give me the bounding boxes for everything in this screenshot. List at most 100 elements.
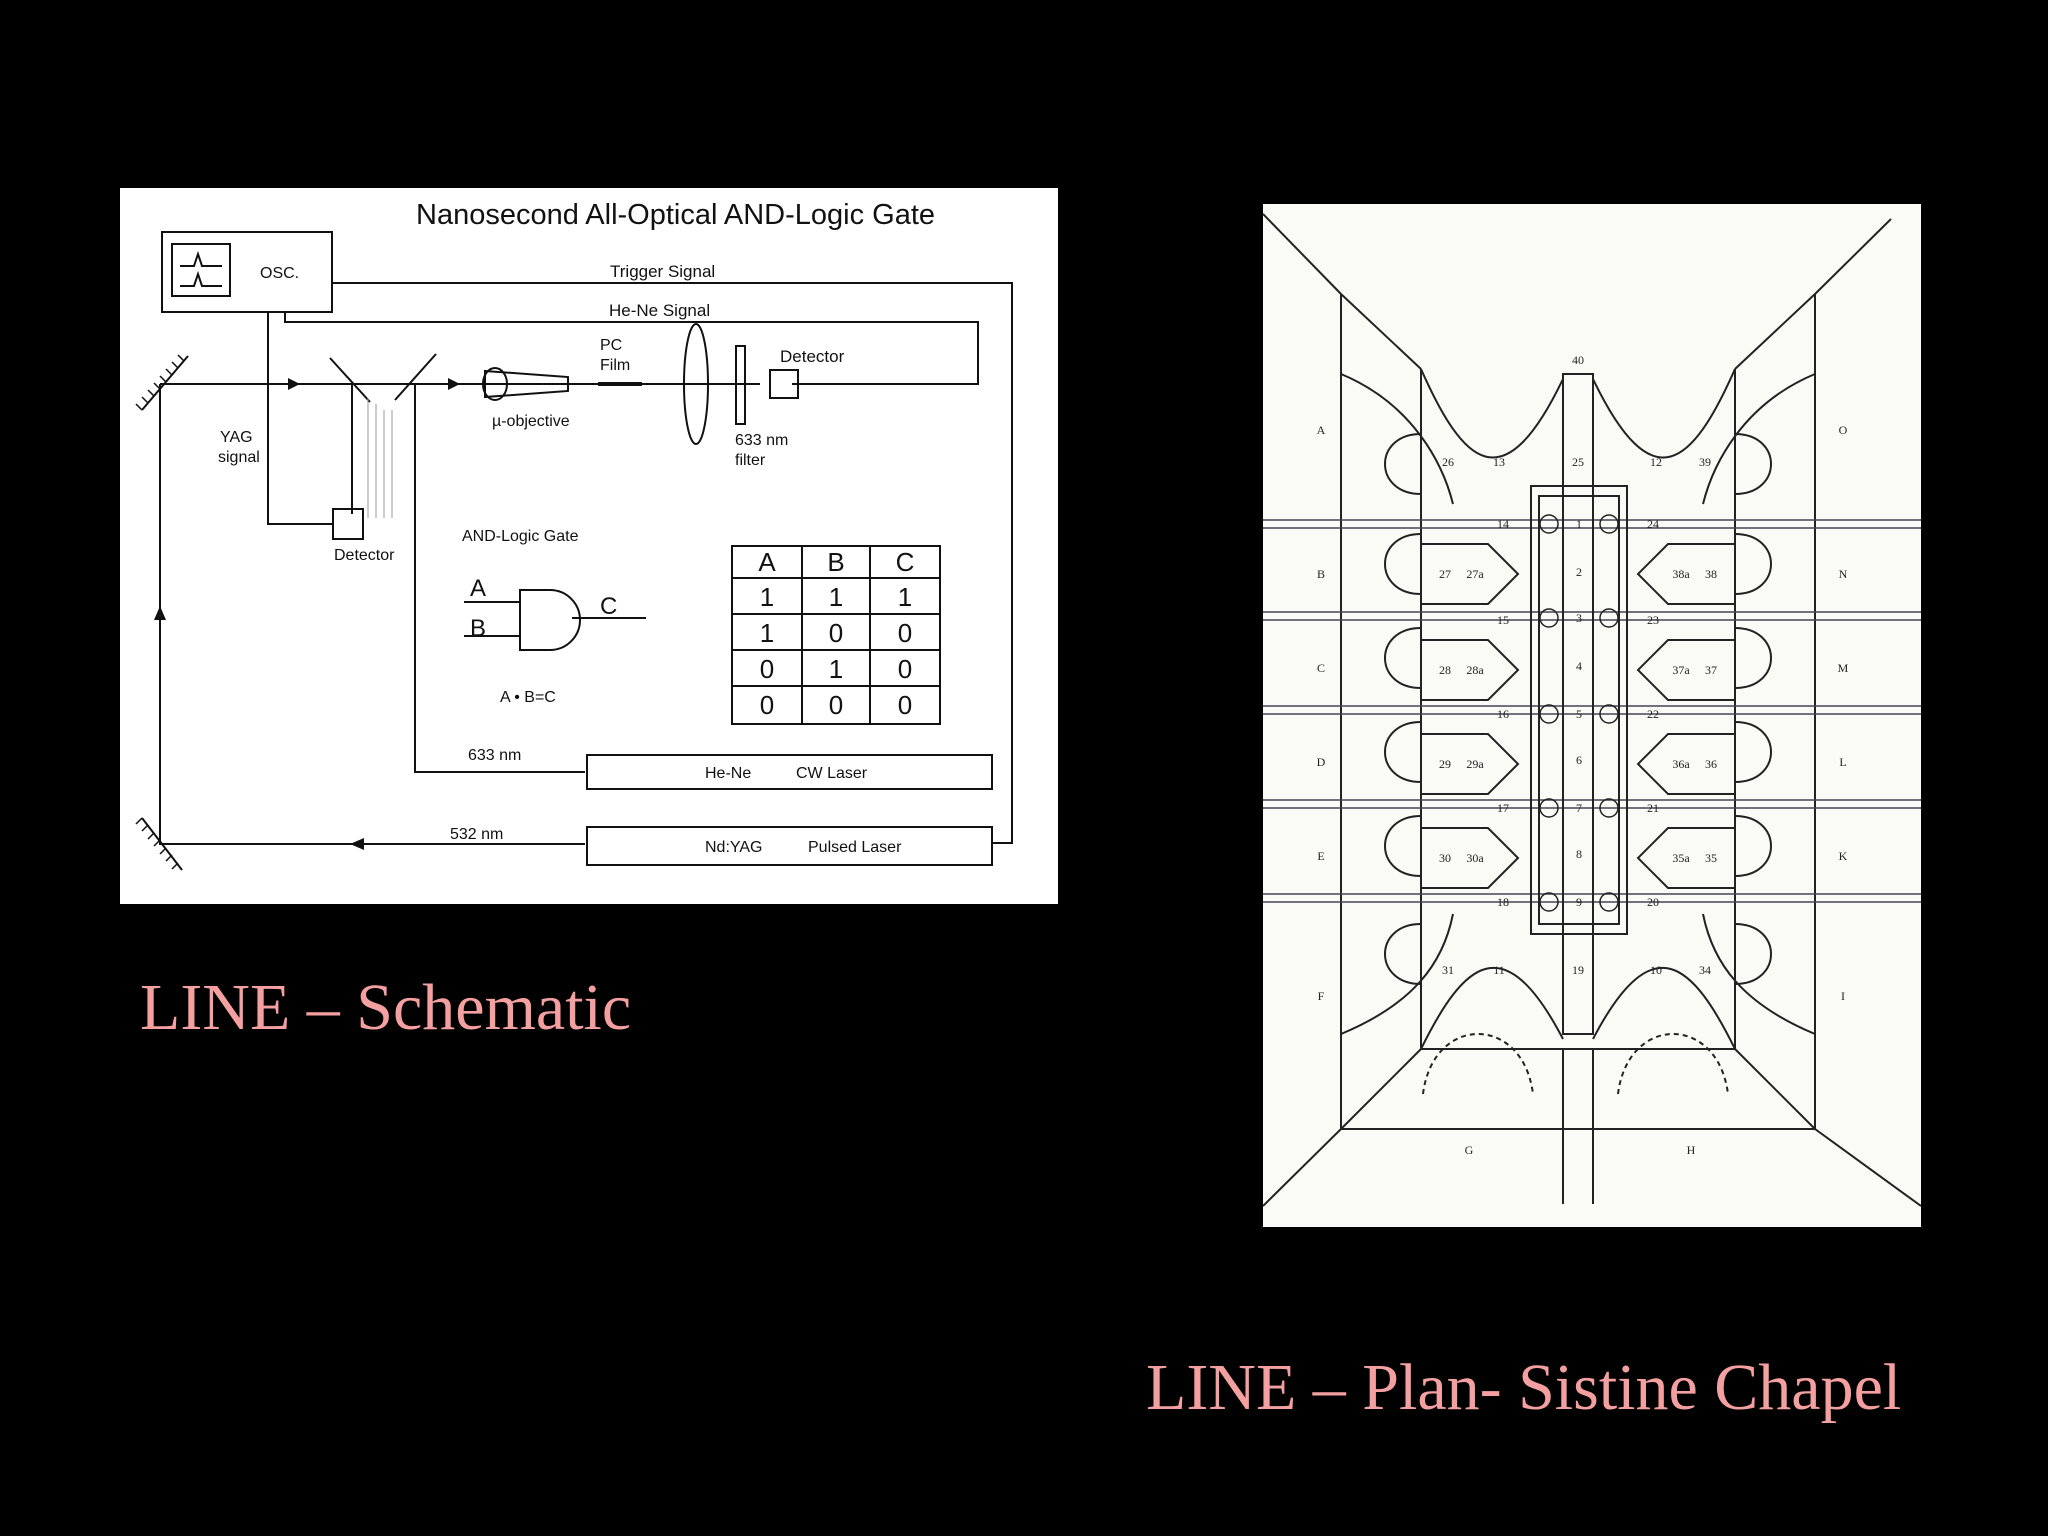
oscilloscope-screen	[171, 243, 231, 297]
letter-f: F	[1318, 989, 1325, 1003]
schematic-diagram: Nanosecond All-Optical AND-Logic Gate OS…	[120, 188, 1058, 904]
lens	[683, 323, 709, 445]
gate-leads	[464, 601, 646, 637]
hene-laser-box	[586, 754, 993, 790]
return-beam	[159, 384, 585, 845]
label-13: 13	[1493, 455, 1505, 469]
right-spandrels	[1636, 543, 1735, 889]
letter-m: M	[1838, 661, 1849, 675]
label-25: 25	[1572, 455, 1584, 469]
label-30a: 30a	[1466, 851, 1484, 865]
osc-label: OSC.	[260, 265, 299, 282]
center-7: 7	[1576, 801, 1582, 815]
plan-svg: 40 A B C D E F O N M L K I G H 26 13 25 …	[1262, 213, 1922, 1207]
mirror-top	[141, 355, 189, 411]
detector-bottom-label: Detector	[334, 547, 395, 564]
truth-cell: 0	[829, 618, 843, 648]
output-c: C	[600, 593, 617, 620]
letter-o: O	[1839, 423, 1848, 437]
label-10: 10	[1650, 963, 1662, 977]
left-spandrels	[1421, 543, 1520, 889]
label-36a: 36a	[1672, 757, 1690, 771]
yag-label-2: signal	[218, 449, 260, 466]
truth-table-grid	[732, 546, 940, 724]
beam-splitter-1	[329, 357, 371, 403]
oscilloscope-box	[161, 231, 333, 313]
label-37: 37	[1705, 663, 1717, 677]
film-label: Film	[600, 357, 630, 374]
arrow-left	[350, 838, 364, 850]
label-17: 17	[1497, 801, 1509, 815]
arrow-up	[154, 606, 166, 620]
label-36: 36	[1705, 757, 1717, 771]
inner-walls	[1420, 369, 1736, 1050]
label-30: 30	[1439, 851, 1451, 865]
truth-table-text: A B C 1 1 1 1 0 0 0 1 0 0 0 0	[758, 547, 914, 720]
label-34: 34	[1699, 963, 1711, 977]
center-9: 9	[1576, 895, 1582, 909]
left-lunettes	[1384, 433, 1422, 985]
label-26: 26	[1442, 455, 1454, 469]
truth-cell: 1	[760, 618, 774, 648]
truth-cell: 0	[898, 618, 912, 648]
pulsed-laser-label: Pulsed Laser	[808, 839, 902, 856]
label-40: 40	[1572, 353, 1584, 367]
bottom-spandrel	[1420, 967, 1736, 1050]
trigger-signal-line	[332, 282, 1013, 844]
gate-title: AND-Logic Gate	[462, 528, 579, 545]
label-38a: 38a	[1672, 567, 1690, 581]
trigger-label: Trigger Signal	[610, 262, 715, 281]
label-24: 24	[1647, 517, 1659, 531]
filter	[735, 345, 746, 425]
truth-table	[731, 545, 941, 725]
label-14: 14	[1497, 517, 1509, 531]
hene-laser-label: He-Ne	[705, 765, 751, 782]
center-1: 1	[1576, 517, 1582, 531]
caption-schematic: LINE – Schematic	[140, 971, 632, 1044]
truth-cell: 1	[829, 654, 843, 684]
letter-i: I	[1841, 989, 1845, 1003]
label-35: 35	[1705, 851, 1717, 865]
letter-n: N	[1839, 567, 1848, 581]
truth-header-b: B	[827, 547, 844, 577]
pc-label: PC	[600, 337, 622, 354]
truth-cell: 0	[829, 690, 843, 720]
label-21: 21	[1647, 801, 1659, 815]
letter-c: C	[1317, 661, 1325, 675]
center-8: 8	[1576, 847, 1582, 861]
label-35a: 35a	[1672, 851, 1690, 865]
letter-l: L	[1839, 755, 1846, 769]
label-12: 12	[1650, 455, 1662, 469]
label-18: 18	[1497, 895, 1509, 909]
label-28: 28	[1439, 663, 1451, 677]
wavelength-633: 633 nm	[468, 747, 521, 764]
input-b: B	[470, 615, 486, 642]
label-28a: 28a	[1466, 663, 1484, 677]
truth-cell: 0	[760, 690, 774, 720]
label-23: 23	[1647, 613, 1659, 627]
bottom-corridor	[1562, 1049, 1594, 1204]
wavelength-532: 532 nm	[450, 826, 503, 843]
label-31: 31	[1442, 963, 1454, 977]
letter-d: D	[1317, 755, 1326, 769]
label-16: 16	[1497, 707, 1509, 721]
center-6: 6	[1576, 753, 1582, 767]
cw-laser-label: CW Laser	[796, 765, 868, 782]
center-2: 2	[1576, 565, 1582, 579]
letter-e: E	[1317, 849, 1324, 863]
gate-equation: A • B=C	[500, 689, 556, 706]
center-4: 4	[1576, 659, 1582, 673]
detector-top-box	[769, 369, 799, 399]
sistine-plan: 40 A B C D E F O N M L K I G H 26 13 25 …	[1262, 204, 1922, 1227]
right-lunettes	[1734, 433, 1772, 985]
letter-a: A	[1317, 423, 1326, 437]
label-22: 22	[1647, 707, 1659, 721]
filter-label-1: 633 nm	[735, 432, 788, 449]
label-15: 15	[1497, 613, 1509, 627]
hene-signal-line	[284, 312, 979, 385]
schematic-svg: Nanosecond All-Optical AND-Logic Gate OS…	[135, 199, 1013, 871]
center-5: 5	[1576, 707, 1582, 721]
top-spandrel	[1420, 368, 1736, 459]
arrow-1	[288, 378, 300, 390]
yag-label-1: YAG	[220, 429, 253, 446]
